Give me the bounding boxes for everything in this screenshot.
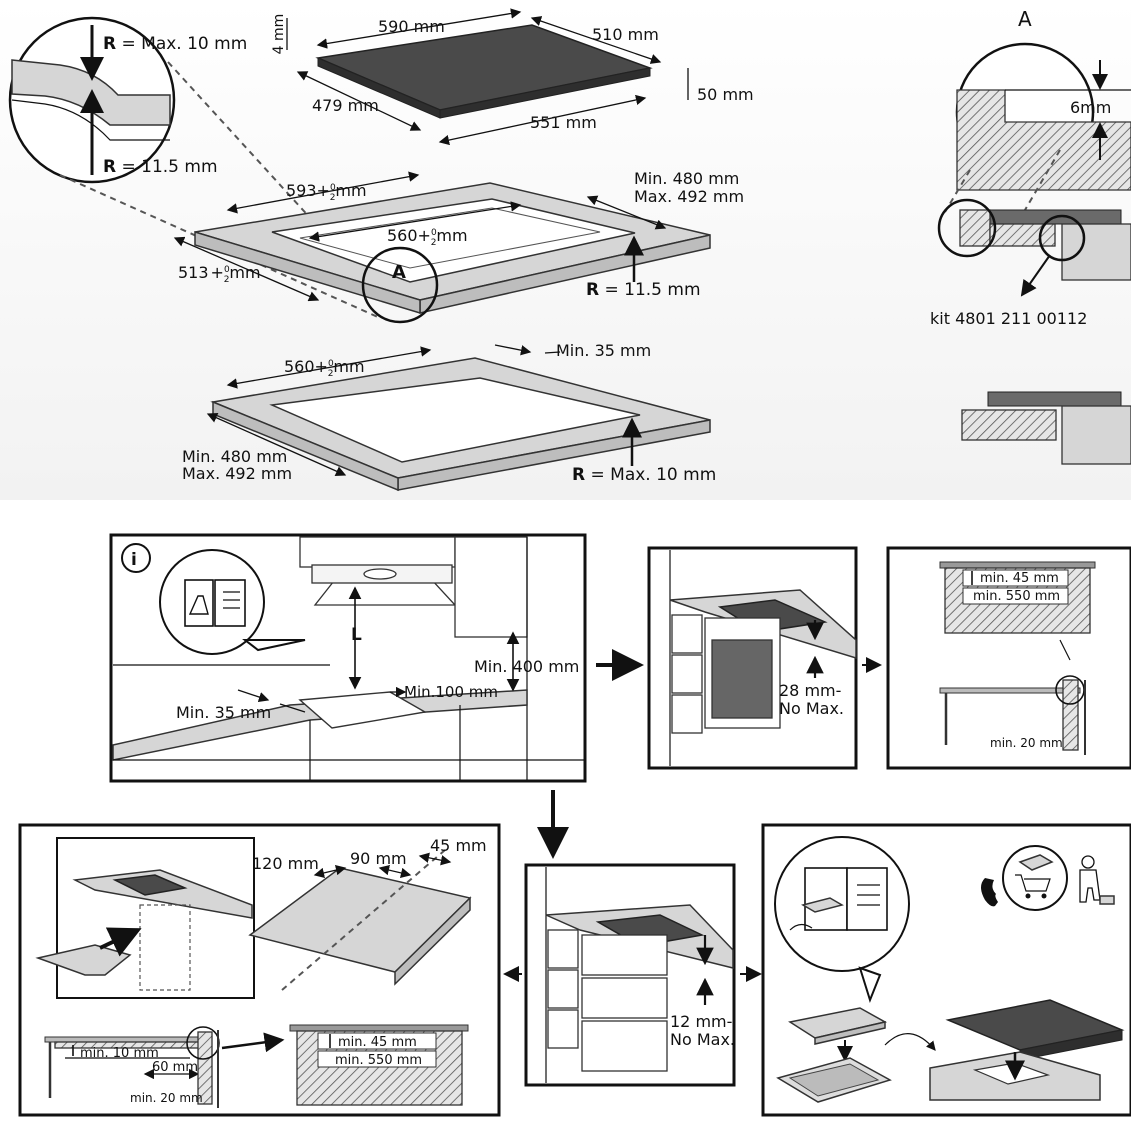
detail-a-title: A	[1018, 7, 1032, 31]
cutout2-min-depth: Min. 480 mm	[182, 447, 287, 466]
cutout2-min-edge: Min. 35 mm	[556, 341, 651, 360]
left-panel: 120 mm 90 mm 45 mm min. 10 mm 60 mm min.…	[18, 823, 501, 1117]
phone-icon	[981, 878, 998, 907]
hob-inner-width-label: 551 mm	[530, 113, 597, 132]
cutout1-depth-unit: mm	[229, 263, 260, 282]
cutout2-width: 560	[284, 357, 315, 376]
hob-width-label: 590 mm	[378, 17, 445, 36]
cut-c-label: 45 mm	[430, 836, 487, 855]
hob-drawing: 590 mm 510 mm 4 mm 50 mm 479 mm 551 mm	[271, 8, 754, 146]
cut-b-label: 90 mm	[350, 849, 407, 868]
radius-max-value: = Max. 10 mm	[122, 34, 248, 54]
cutout1-outer-tol: +	[317, 181, 330, 200]
drawer-panel: 12 mm- No Max.	[524, 863, 736, 1087]
svg-text:R = 11.5 mm: R = 11.5 mm	[103, 157, 218, 177]
hob-height-label: 50 mm	[697, 85, 754, 104]
section-panel: min. 45 mm min. 550 mm min. 20 mm	[886, 546, 1131, 770]
info-icon: i	[131, 550, 137, 570]
detail-a: A 6mm kit 4801 211 00112	[930, 7, 1131, 465]
cutout1-inner-width: 560	[387, 226, 418, 245]
min-side-label: Min.100 mm	[404, 683, 498, 701]
cutout2-tol-lo: 0	[328, 359, 334, 369]
radius-callout: R = Max. 10 mm R = 11.5 mm	[8, 16, 386, 319]
cutout1-inner-tol: +	[418, 226, 431, 245]
left-min-gap2: min. 45 mm	[338, 1035, 417, 1050]
cart-icon	[1015, 874, 1051, 899]
cutout1-depth: 513	[178, 263, 209, 282]
svg-text:R = 11.5 mm: R = 11.5 mm	[586, 280, 701, 300]
left-gap: 60 mm	[152, 1060, 198, 1075]
svg-text:R = Max. 10 mm: R = Max. 10 mm	[572, 465, 716, 485]
oven-panel: 28 mm- No Max.	[647, 546, 858, 770]
cutout1-outer-width: 593	[286, 181, 317, 200]
radius-min-value: = 11.5 mm	[122, 157, 218, 177]
section-min-gap: min. 45 mm	[980, 571, 1059, 586]
right-panel	[761, 823, 1131, 1117]
cutout1-depth-tol-lo: 0	[224, 265, 230, 275]
detail-a-kit: kit 4801 211 00112	[930, 309, 1087, 328]
hood-height-label: L	[351, 625, 362, 645]
drawer-max-label: No Max.	[670, 1030, 735, 1049]
cutout2-tol-hi: 2	[328, 369, 334, 379]
cut-a-label: 120 mm	[252, 854, 319, 873]
cutout1-outer-tol-lo: 0	[330, 183, 336, 193]
left-min-width: min. 550 mm	[335, 1053, 422, 1068]
section-min-width: min. 550 mm	[973, 589, 1060, 604]
cutout1-outer-unit: mm	[335, 181, 366, 200]
hob-depth-label: 510 mm	[592, 25, 659, 44]
oven-max-label: No Max.	[779, 699, 844, 718]
cutout2-tol: +	[315, 357, 328, 376]
left-min-gap: min. 10 mm	[80, 1046, 159, 1061]
svg-text:R = Max. 10 mm: R = Max. 10 mm	[103, 34, 247, 54]
drawer-min-label: 12 mm-	[670, 1012, 732, 1031]
cutout1-radius: = 11.5 mm	[605, 280, 701, 300]
cutout2-radius: = Max. 10 mm	[591, 465, 717, 485]
detail-a-recess: 6mm	[1070, 98, 1111, 117]
cutout1-inner-tol-lo: 0	[431, 228, 437, 238]
cutout1-depth-tol-hi: 2	[224, 275, 230, 285]
cutout1-inner-tol-hi: 2	[431, 238, 437, 248]
cutout1-min-depth: Min. 480 mm	[634, 169, 739, 188]
radius-r-label: R	[103, 34, 116, 54]
cutout1-r-label: R	[586, 280, 599, 300]
hob-thickness-label: 4 mm	[271, 14, 287, 55]
main-install-panel: i L Min. 400 mm Min.100 mm Min. 35 mm	[109, 533, 587, 783]
section-min-wall: min. 20 mm	[990, 736, 1063, 750]
radius-r-label: R	[103, 157, 116, 177]
cutout1-outer-tol-hi: 2	[330, 193, 336, 203]
cutout1-max-depth: Max. 492 mm	[634, 187, 744, 206]
hob-inner-depth-label: 479 mm	[312, 96, 379, 115]
left-min-wall: min. 20 mm	[130, 1091, 203, 1105]
cutout2-max-depth: Max. 492 mm	[182, 464, 292, 483]
min-hood-label: Min. 400 mm	[474, 657, 579, 676]
cutout2-unit: mm	[333, 357, 364, 376]
detail-a-marker: A	[392, 262, 406, 283]
oven-min-label: 28 mm-	[779, 681, 841, 700]
cutout1-depth-tol: +	[211, 263, 224, 282]
cutout2-r-label: R	[572, 465, 585, 485]
technician-icon	[1079, 855, 1115, 905]
min-front-label: Min. 35 mm	[176, 703, 271, 722]
cutout1-inner-unit: mm	[436, 226, 467, 245]
